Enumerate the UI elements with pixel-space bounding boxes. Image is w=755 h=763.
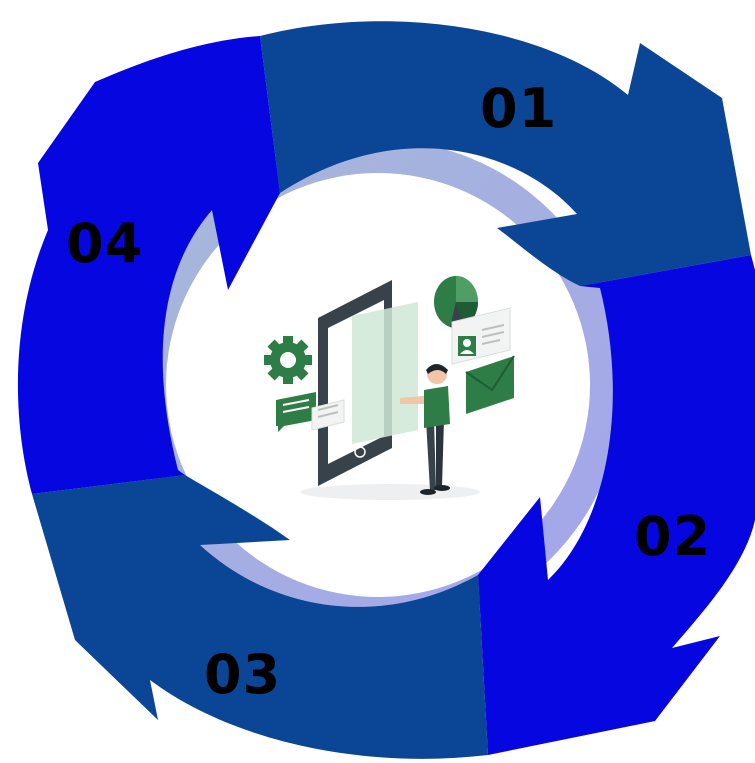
center-illustration [264,276,515,500]
arrow-segment-3 [32,475,488,759]
envelope-icon [465,355,515,414]
step-label-03: 03 [204,643,281,706]
person-figure [400,364,450,495]
gear-icon [264,336,312,384]
pie-chart-icon [434,276,478,328]
step-label-02: 02 [634,505,711,568]
chat-bubble-icon [276,392,345,432]
contact-card-icon [451,307,511,365]
arrow-segment-1 [260,21,751,286]
arrow-segment-4 [17,36,280,494]
arrow-segment-2 [478,255,755,755]
step-label-01: 01 [480,77,557,140]
step-label-04: 04 [66,212,143,275]
